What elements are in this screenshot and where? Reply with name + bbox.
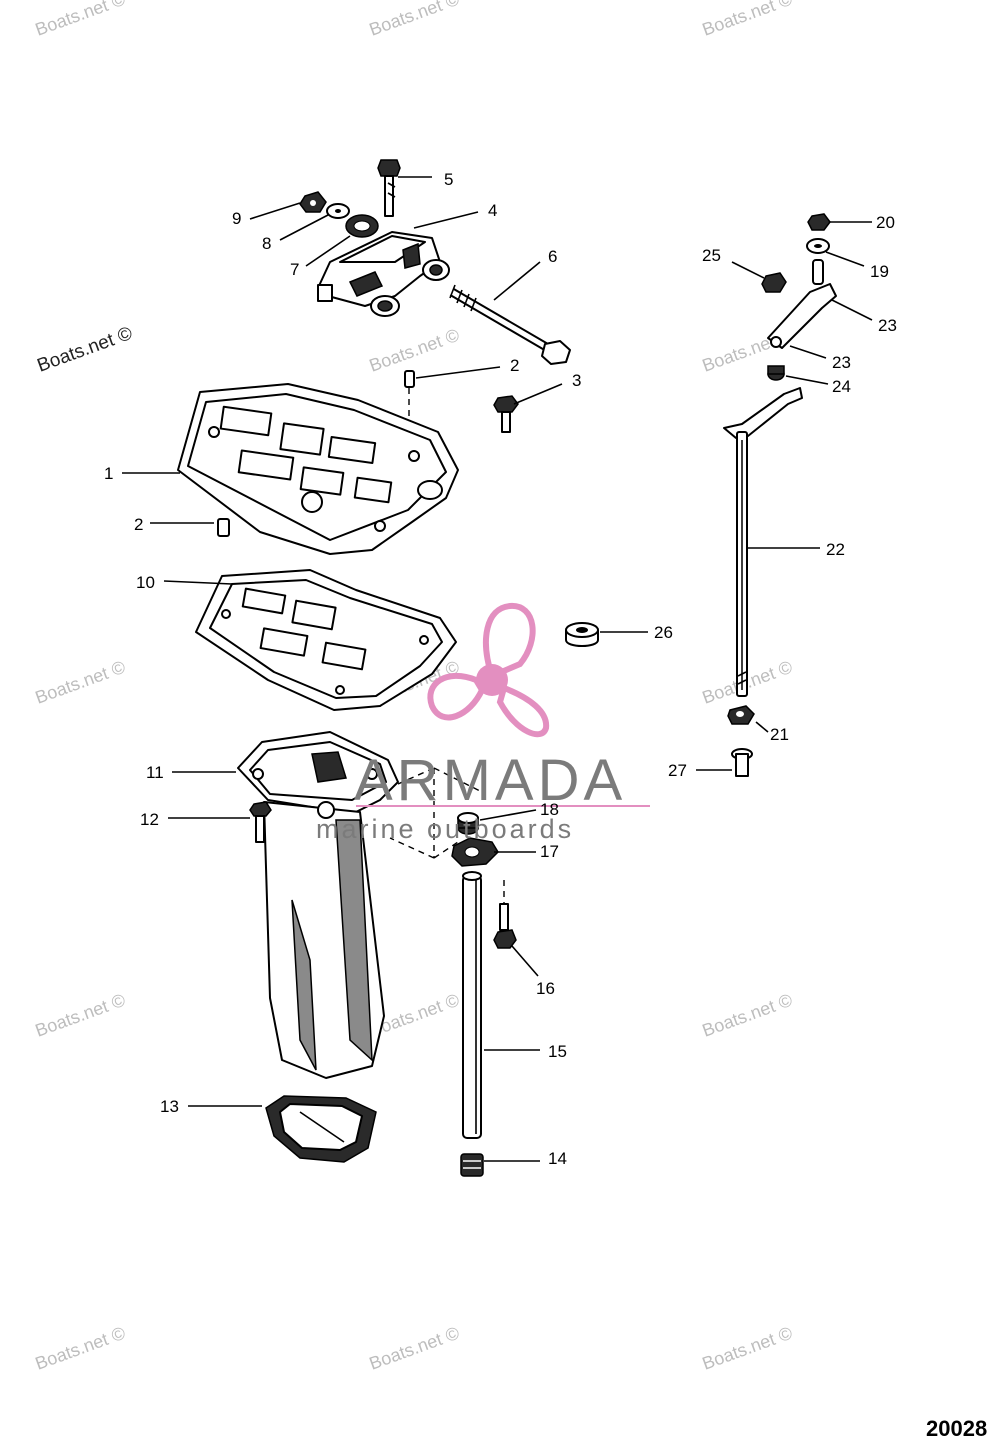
part-bolt-5 [377, 159, 401, 217]
armada-logo: ARMADA marine outboards [316, 603, 650, 844]
callout-24: 24 [832, 377, 851, 396]
callout-labels: 1 2 2 3 4 5 6 7 8 9 10 11 12 13 14 15 16… [104, 170, 897, 1168]
callout-11: 11 [146, 763, 164, 782]
logo-tagline: marine outboards [316, 814, 574, 844]
callout-23-lower: 23 [832, 353, 851, 372]
watermark: Boats.net © [33, 657, 128, 708]
callout-13: 13 [160, 1097, 179, 1116]
part-screw-12 [249, 801, 272, 843]
callout-1: 1 [104, 464, 113, 483]
part-nut-25 [761, 272, 787, 293]
part-dowel-2-upper [404, 370, 415, 438]
part-long-bolt-6 [449, 284, 571, 365]
callout-7: 7 [290, 260, 299, 279]
part-screw-16 [493, 880, 517, 949]
callout-3: 3 [572, 371, 581, 390]
callout-25: 25 [702, 246, 721, 265]
part-bracket-17 [451, 837, 499, 867]
callout-17: 17 [540, 842, 559, 861]
watermark: Boats.net © [33, 1323, 128, 1374]
part-grommet-26 [565, 622, 599, 647]
callout-21: 21 [770, 725, 789, 744]
callout-20: 20 [876, 213, 895, 232]
part-seal-7 [345, 214, 379, 238]
part-shift-rod-22 [723, 387, 803, 697]
callout-19: 19 [870, 262, 889, 281]
callout-18: 18 [540, 800, 559, 819]
part-nut-9 [299, 191, 327, 213]
watermark: Boats.net © [700, 0, 795, 40]
logo-name: ARMADA [354, 748, 626, 813]
callout-10: 10 [136, 573, 155, 592]
watermark: Boats.net © [700, 990, 795, 1041]
part-washer-19 [806, 238, 830, 254]
figure-number: 20028 [926, 1416, 987, 1441]
part-bushing-18 [457, 812, 479, 835]
part-screw-3 [493, 395, 519, 433]
watermark: Boats.net © [33, 990, 128, 1041]
callout-26: 26 [654, 623, 673, 642]
callout-6: 6 [548, 247, 557, 266]
callout-5: 5 [444, 170, 453, 189]
part-seal-13 [265, 1095, 377, 1163]
callout-9: 9 [232, 209, 241, 228]
watermark: Boats.net © [700, 1323, 795, 1374]
watermark: Boats.net © [33, 0, 128, 40]
callout-4: 4 [488, 201, 497, 220]
callout-8: 8 [262, 234, 271, 253]
callout-16: 16 [536, 979, 555, 998]
callout-12: 12 [140, 810, 159, 829]
callout-22: 22 [826, 540, 845, 559]
part-exhaust-housing-11 [237, 731, 483, 1079]
watermark: Boats.net © [367, 1323, 462, 1374]
callout-27: 27 [668, 761, 687, 780]
part-lever-23-upper [767, 259, 837, 349]
part-washer-8 [326, 203, 350, 219]
part-shift-shaft-15 [462, 871, 482, 1139]
callout-2-lower: 2 [134, 515, 143, 534]
part-coupler-14 [460, 1153, 484, 1177]
leader-lines [122, 176, 873, 1162]
propeller-icon [427, 603, 550, 738]
part-housing-4 [317, 231, 450, 317]
part-gasket-10 [195, 569, 457, 711]
callout-14: 14 [548, 1149, 567, 1168]
part-nut-20 [807, 213, 831, 231]
part-bushing-24 [767, 365, 785, 381]
watermark-group: Boats.net © Boats.net © Boats.net © Boat… [33, 0, 795, 1374]
part-dowel-2-lower [217, 518, 230, 537]
callout-15: 15 [548, 1042, 567, 1061]
watermark: Boats.net © [367, 325, 462, 376]
callout-23-upper: 23 [878, 316, 897, 335]
part-adapter-plate-1 [177, 383, 459, 555]
callout-2-upper: 2 [510, 356, 519, 375]
part-bushing-21 [727, 705, 755, 725]
watermark: Boats.net © [35, 323, 136, 377]
watermark: Boats.net © [367, 0, 462, 40]
part-pin-27 [731, 748, 753, 777]
